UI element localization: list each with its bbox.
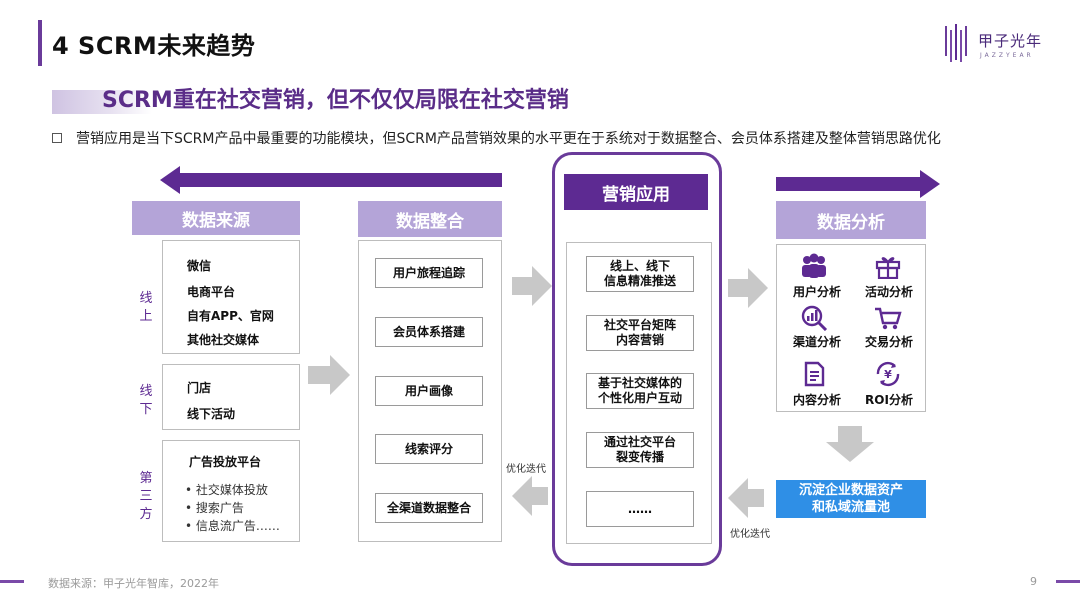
source-item: 电商平台 [187,285,236,299]
left-arrow-bar [180,173,502,187]
gray-arrow-right-icon [330,355,350,395]
logo-name: 甲子光年 [978,32,1043,50]
data-asset-pool-box: 沉淀企业数据资产 和私域流量池 [776,480,926,518]
integration-item: 会员体系搭建 [375,317,483,347]
footer-accent-line [1056,580,1080,583]
analysis-item-label: ROI分析 [865,393,913,407]
source-item: • 社交媒体投放 [185,483,268,497]
gray-arrow-left-icon [512,476,532,516]
left-arrow-head-icon [160,166,180,194]
pool-line-2: 和私域流量池 [811,500,890,515]
gray-arrow-stub [748,489,764,507]
offline-sources-box: 门店 线下活动 [162,364,300,430]
source-item: 线下活动 [187,407,236,421]
subtitle: SCRM重在社交营销，但不仅仅局限在社交营销 [102,88,569,113]
cart-icon [875,307,902,330]
data-analysis-box: 用户分析 活动分析 渠道分析 交易分析 内容分析 ¥ ROI分析 [776,244,926,412]
gray-arrow-stub [532,487,548,505]
marketing-item: …… [586,491,694,527]
source-item: 自有APP、官网 [187,309,274,323]
source-item: • 搜索广告 [185,501,244,515]
integration-item: 全渠道数据整合 [375,493,483,523]
channel-search-icon [801,305,828,331]
gray-arrow-stub [512,277,532,295]
source-item: 微信 [187,259,212,273]
integration-item: 用户画像 [375,376,483,406]
gray-arrow-stub [308,366,330,384]
page-title: 4 SCRM未来趋势 [52,32,256,60]
svg-text:¥: ¥ [884,368,892,381]
source-item: 其他社交媒体 [187,333,260,347]
analysis-item-label: 内容分析 [792,393,841,407]
footer-source: 数据来源：甲子光年智库，2022年 [48,577,219,590]
integration-item: 线索评分 [375,434,483,464]
marketing-item: 通过社交平台裂变传播 [586,432,694,468]
marketing-item: 社交平台矩阵内容营销 [586,315,694,351]
online-sources-box: 微信 电商平台 自有APP、官网 其他社交媒体 [162,240,300,354]
analysis-item-label: 用户分析 [792,285,841,299]
users-icon [802,253,826,278]
data-source-header: 数据来源 [132,201,300,235]
data-integration-box: 用户旅程追踪 会员体系搭建 用户画像 线索评分 全渠道数据整合 [358,240,502,542]
marketing-frame [552,152,722,566]
gray-arrow-left-icon [728,478,748,518]
third-party-title: 广告投放平台 [189,455,262,469]
iteration-label-left: 优化迭代 [506,464,546,475]
right-arrow-head-icon [920,170,940,198]
third-party-label: 第三方 [139,471,153,522]
marketing-item: 基于社交媒体的个性化用户互动 [586,373,694,409]
logo-mark-icon [945,24,967,62]
gift-icon [875,257,901,279]
footer-accent-line [0,580,24,583]
marketing-header: 营销应用 [564,174,708,210]
document-icon [804,361,825,387]
pool-line-1: 沉淀企业数据资产 [798,483,903,498]
logo-subtext: JAZZYEAR [980,52,1034,59]
title-accent-bar [38,20,42,66]
gray-arrow-right-icon [532,266,552,306]
analysis-item-label: 活动分析 [864,285,913,299]
source-item: • 信息流广告…… [185,519,280,533]
bullet-square-icon [52,133,62,143]
data-analysis-header: 数据分析 [776,201,926,239]
subtitle-band [52,90,152,114]
source-item: 门店 [187,381,212,395]
right-arrow-bar [776,177,920,191]
gray-arrow-right-icon [748,268,768,308]
iteration-label-right: 优化迭代 [730,529,770,540]
online-label: 线上 [139,291,153,324]
gray-arrow-stub [728,279,748,297]
bullet-text: 营销应用是当下SCRM产品中最重要的功能模块，但SCRM产品营销效果的水平更在于… [76,131,941,147]
marketing-item: 线上、线下信息精准推送 [586,256,694,292]
page-number: 9 [1030,575,1037,588]
marketing-box: 线上、线下信息精准推送 社交平台矩阵内容营销 基于社交媒体的个性化用户互动 通过… [566,242,712,544]
integration-item: 用户旅程追踪 [375,258,483,288]
third-party-sources-box: 广告投放平台 • 社交媒体投放 • 搜索广告 • 信息流广告…… [162,440,300,542]
data-integration-header: 数据整合 [358,201,502,237]
analysis-item-label: 交易分析 [864,335,913,349]
gray-arrow-down-icon [826,442,874,462]
gray-arrow-stub [838,426,862,442]
yen-cycle-icon: ¥ [876,361,900,387]
analysis-item-label: 渠道分析 [792,335,841,349]
offline-label: 线下 [139,384,153,417]
